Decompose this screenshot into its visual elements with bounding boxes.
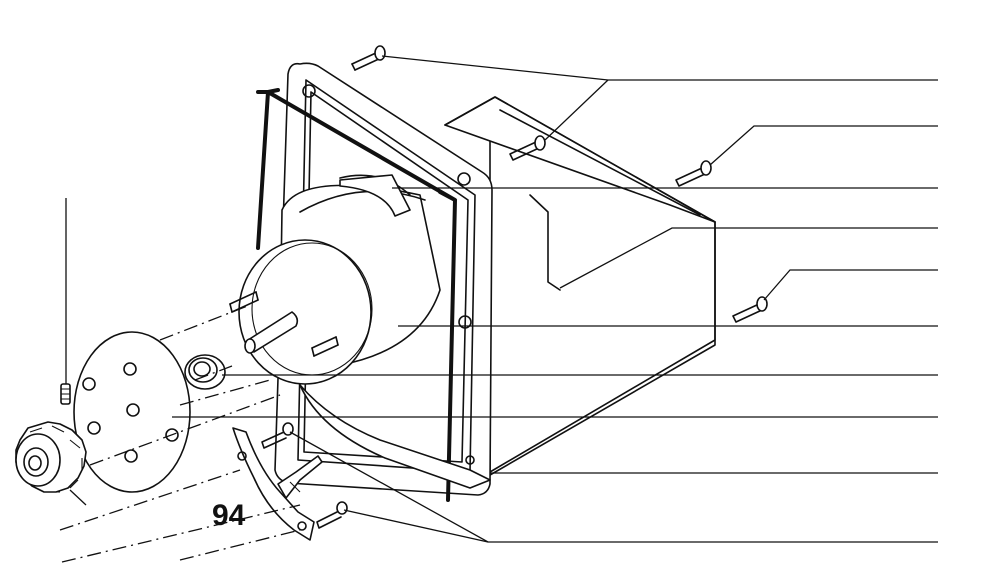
motor	[229, 174, 441, 385]
clip-bracket	[232, 427, 323, 541]
screw-upper-right	[675, 160, 712, 187]
screw-bracket-lower	[316, 501, 348, 529]
screw-top	[351, 45, 386, 71]
screw-lower-right	[732, 296, 768, 323]
base-bracket	[299, 384, 491, 489]
screw-upper-middle	[509, 135, 546, 161]
assembly-center-lines	[59, 304, 301, 563]
mounting-disc	[73, 331, 191, 493]
part-label: 94	[212, 499, 246, 532]
gasket	[256, 88, 457, 502]
leader-lines	[65, 55, 938, 543]
pinion-gear	[15, 421, 87, 493]
bearing	[184, 354, 226, 390]
set-screw	[60, 383, 71, 405]
gearbox-housing	[444, 96, 716, 476]
